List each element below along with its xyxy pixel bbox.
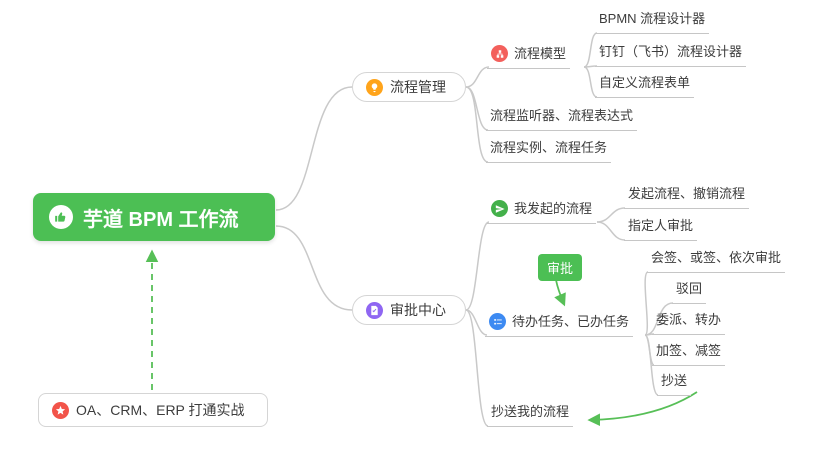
node-cc-my-process[interactable]: 抄送我的流程 xyxy=(487,404,574,427)
node-delegate-transfer[interactable]: 委派、转办 xyxy=(652,312,726,335)
node-label: 加签、减签 xyxy=(656,343,722,358)
node-approval-center[interactable]: 审批中心 xyxy=(352,295,466,325)
node-label: 流程实例、流程任务 xyxy=(490,140,608,155)
root-node[interactable]: 芋道 BPM 工作流 xyxy=(33,193,275,241)
thumbs-up-icon xyxy=(49,205,73,229)
node-label: 我发起的流程 xyxy=(514,200,593,216)
node-custom-form[interactable]: 自定义流程表单 xyxy=(595,75,695,98)
node-label: 抄送 xyxy=(661,373,688,388)
node-label: 指定人审批 xyxy=(628,218,694,233)
node-process-model[interactable]: 流程模型 xyxy=(487,45,571,69)
node-label: BPMN 流程设计器 xyxy=(599,11,706,26)
approval-doc-icon xyxy=(366,301,383,319)
star-icon xyxy=(52,401,69,419)
node-add-reduce-sign[interactable]: 加签、减签 xyxy=(652,343,726,366)
node-bpmn-designer[interactable]: BPMN 流程设计器 xyxy=(595,11,710,34)
tag-label: 审批 xyxy=(547,261,574,276)
node-label: 抄送我的流程 xyxy=(491,404,570,419)
node-label: 发起流程、撤销流程 xyxy=(628,186,746,201)
lightbulb-icon xyxy=(366,78,383,96)
node-instance-task[interactable]: 流程实例、流程任务 xyxy=(486,140,612,163)
node-listener-expression[interactable]: 流程监听器、流程表达式 xyxy=(486,108,638,131)
arrow-cc-to-cc-my xyxy=(587,391,698,427)
node-cc[interactable]: 抄送 xyxy=(657,373,692,396)
node-initiate-cancel[interactable]: 发起流程、撤销流程 xyxy=(624,186,750,209)
node-label: 驳回 xyxy=(676,281,703,296)
node-label: 审批中心 xyxy=(390,302,446,318)
node-label: OA、CRM、ERP 打通实战 xyxy=(76,402,245,418)
node-label: 待办任务、已办任务 xyxy=(512,313,630,329)
node-reject[interactable]: 驳回 xyxy=(672,281,707,304)
node-oa-crm-erp[interactable]: OA、CRM、ERP 打通实战 xyxy=(38,393,268,427)
arrow-approval-to-todo xyxy=(554,279,566,307)
send-icon xyxy=(491,200,508,217)
node-dingtalk-designer[interactable]: 钉钉（飞书）流程设计器 xyxy=(595,44,747,67)
node-label: 流程监听器、流程表达式 xyxy=(490,108,634,123)
node-my-initiated[interactable]: 我发起的流程 xyxy=(487,200,597,224)
approval-tag[interactable]: 审批 xyxy=(538,254,583,281)
node-label: 钉钉（飞书）流程设计器 xyxy=(599,44,743,59)
node-process-management[interactable]: 流程管理 xyxy=(352,72,466,102)
node-label: 委派、转办 xyxy=(656,312,722,327)
flow-model-icon xyxy=(491,45,508,62)
root-label: 芋道 BPM 工作流 xyxy=(83,208,239,231)
node-label: 流程模型 xyxy=(514,45,567,61)
node-multi-sign[interactable]: 会签、或签、依次审批 xyxy=(647,250,786,273)
task-list-icon xyxy=(489,313,506,330)
node-assignee-approval[interactable]: 指定人审批 xyxy=(624,218,698,241)
node-label: 自定义流程表单 xyxy=(599,75,691,90)
node-todo-done-tasks[interactable]: 待办任务、已办任务 xyxy=(485,313,634,337)
node-label: 流程管理 xyxy=(390,79,446,95)
node-label: 会签、或签、依次审批 xyxy=(651,250,782,265)
